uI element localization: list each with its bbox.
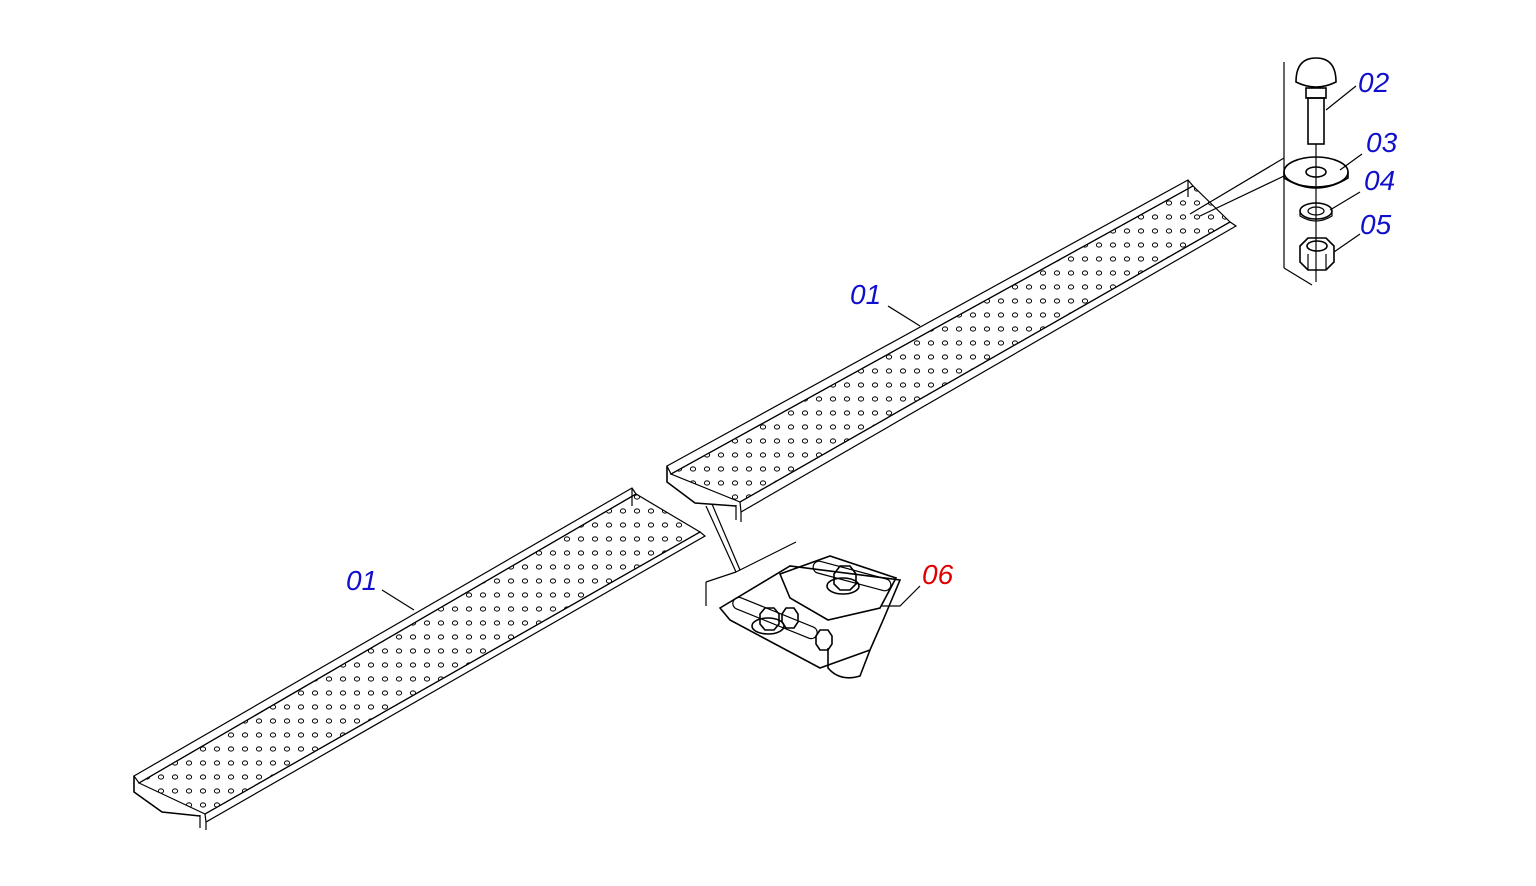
- flat-washer: [1283, 156, 1349, 189]
- label-tray-upper: 01: [850, 279, 881, 310]
- tray-upper-perforated-floor: [669, 185, 1231, 503]
- spring-washer: [1299, 202, 1333, 222]
- leader-lines: [381, 85, 1363, 611]
- cable-tray-upper: [666, 179, 1238, 522]
- label-tray-lower: 01: [346, 565, 377, 596]
- label-connector: 06: [922, 559, 954, 590]
- connector-bolt-1: [826, 565, 860, 595]
- connector-bolt-4: [815, 629, 833, 651]
- fastener-detail-callout: [1189, 62, 1313, 286]
- label-flat-washer: 03: [1366, 127, 1398, 158]
- label-nut: 05: [1360, 209, 1392, 240]
- connector-detail-callout: [705, 503, 797, 606]
- label-spring-washer: 04: [1364, 165, 1395, 196]
- label-bolt: 02: [1358, 67, 1390, 98]
- connector-bolt-3: [781, 607, 799, 629]
- carriage-bolt: [1295, 57, 1337, 282]
- cable-tray-lower: [133, 487, 707, 830]
- connector-plate: [718, 555, 902, 679]
- hex-nut: [1299, 237, 1335, 271]
- tray-lower-perforated-floor: [137, 493, 702, 815]
